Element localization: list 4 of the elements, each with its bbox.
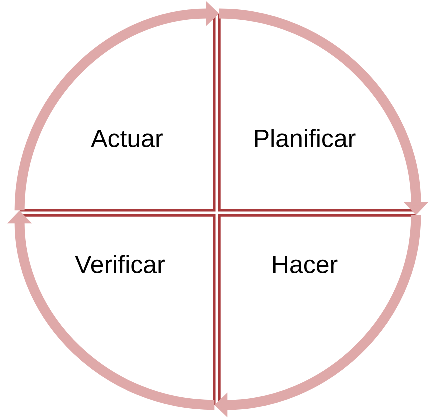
quadrant: Verificar	[20, 214, 216, 405]
quadrant: Planificar	[218, 14, 416, 212]
quadrant: Actuar	[20, 14, 216, 212]
quadrant: Hacer	[218, 214, 416, 405]
